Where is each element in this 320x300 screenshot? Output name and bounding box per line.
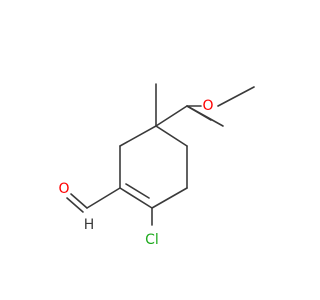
aldehyde-carbon-bond: [86, 187, 121, 209]
aldehyde-double-bond-2: [66, 197, 84, 213]
molecule-structure: O O H Cl: [58, 83, 255, 248]
aldehyde-double-bond-1: [70, 193, 88, 209]
ring-bond-c3-c2: [151, 187, 188, 209]
aldehyde-hydrogen-label: H: [84, 217, 95, 233]
ring-bond-c5-c4: [155, 125, 188, 147]
aldehyde-oxygen-label: O: [58, 181, 69, 197]
methoxymethyl-bond-ch2: [155, 105, 188, 127]
ring-bond-c2-c1-inner: [125, 183, 150, 199]
ring-bond-c2-c1-outer: [119, 187, 153, 209]
ring-bond-c5-c6: [119, 125, 157, 147]
ether-oxygen-to-methyl-bond: [217, 86, 255, 107]
ether-oxygen-label: O: [202, 98, 213, 114]
methoxymethyl-bond-c-o-ring-side: [186, 105, 212, 121]
chlorine-label: Cl: [145, 232, 159, 248]
molecule-canvas: O O H Cl: [58, 83, 255, 248]
